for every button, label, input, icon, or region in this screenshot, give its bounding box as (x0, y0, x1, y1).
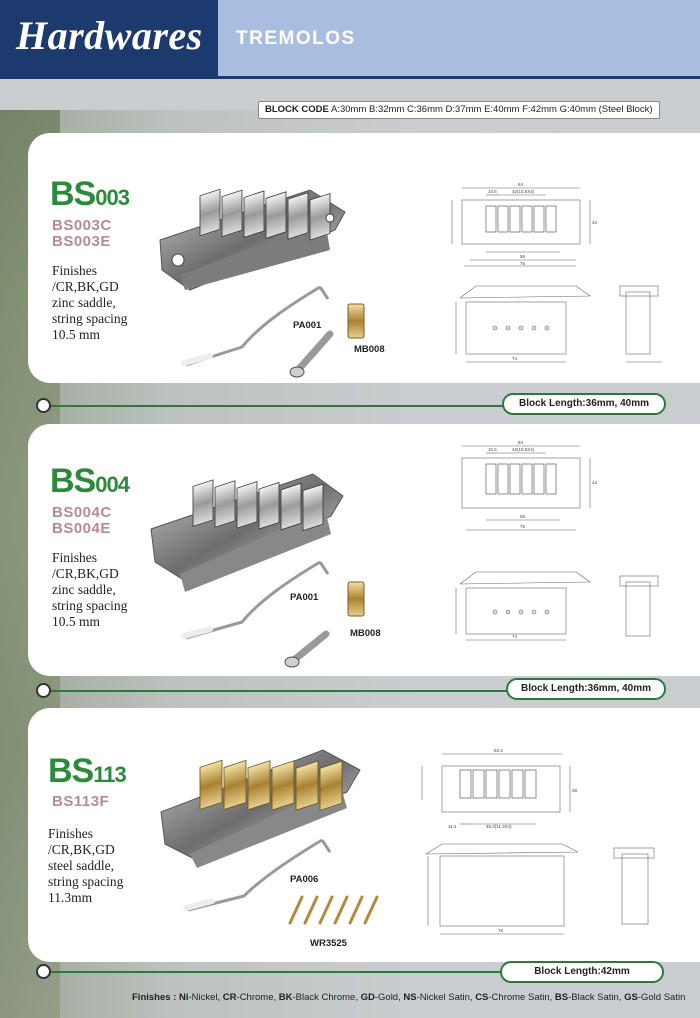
svg-text:11.3: 11.3 (448, 824, 457, 829)
svg-text:84: 84 (518, 440, 524, 445)
svg-text:74: 74 (512, 356, 518, 361)
svg-text:42: 42 (592, 480, 598, 485)
section-title: TREMOLOS (236, 28, 356, 49)
tremolo-photo-bs113 (160, 749, 361, 868)
part-photo-screw-2 (284, 630, 330, 668)
svg-text:56: 56 (520, 254, 526, 259)
section-divider-3 (42, 971, 512, 973)
section-divider-1 (42, 405, 512, 407)
section-divider-2 (42, 690, 512, 692)
svg-text:76: 76 (498, 928, 504, 933)
part-photo-mb008 (347, 303, 365, 339)
block-code-text: A:30mm B:32mm C:36mm D:37mm E:40mm F:42m… (331, 104, 653, 115)
block-length-bs113: Block Length:42mm (500, 961, 664, 983)
product-model-bs113: BS113 (48, 752, 127, 790)
divider-dot-1 (36, 398, 51, 413)
block-length-bs003: Block Length:36mm, 40mm (502, 393, 666, 415)
tremolo-photo-bs004 (150, 473, 344, 592)
part-label-wr3525: WR3525 (310, 938, 347, 949)
part-label-pa006: PA006 (290, 874, 319, 885)
block-code-note: BLOCK CODE A:30mm B:32mm C:36mm D:37mm E… (258, 101, 660, 119)
svg-text:74: 74 (512, 634, 518, 639)
svg-text:42(10.5X4): 42(10.5X4) (512, 447, 535, 452)
tech-drawing-bs003: 84 10.5 42(10.5X4) 56 76 42 74 (451, 182, 662, 363)
svg-text:42(10.5X4): 42(10.5X4) (512, 189, 535, 194)
product-finish-bs003: Finishes/CR,BK,GD zinc saddle,string spa… (52, 263, 128, 342)
svg-text:45.2(11.3X4): 45.2(11.3X4) (486, 824, 512, 829)
header-title-block (0, 0, 218, 76)
tremolo-arm-pa001-2 (181, 560, 330, 640)
block-code-label: BLOCK CODE (265, 104, 329, 115)
svg-text:82.4: 82.4 (494, 748, 503, 753)
svg-text:84: 84 (518, 182, 524, 187)
tech-drawing-bs004: 84 10.5 42(10.5X4) 56 76 42 74 (455, 440, 659, 641)
tremolo-arm-pa001 (181, 285, 330, 367)
svg-text:76: 76 (520, 261, 526, 266)
part-photo-wr3525 (288, 895, 379, 925)
svg-text:42: 42 (592, 220, 598, 225)
product-model-bs004: BS004 (50, 462, 130, 500)
svg-text:10.5: 10.5 (488, 447, 497, 452)
page-title: Hardwares (16, 13, 203, 58)
product-model-bs003: BS003 (50, 175, 130, 213)
part-photo-screw-1 (289, 330, 334, 378)
product-panel-bs113 (28, 708, 700, 962)
tech-drawing-bs113: 82.4 11.3 45.2(11.3X4) 38 76 (421, 748, 655, 935)
part-label-pa001: PA001 (293, 320, 322, 331)
tremolo-arm-pa006 (183, 838, 332, 912)
header-rule (0, 76, 700, 79)
block-length-bs004: Block Length:36mm, 40mm (506, 678, 666, 700)
part-label-mb008: MB008 (354, 344, 385, 355)
part-photo-mb008-2 (347, 581, 365, 617)
product-panel-bs003 (28, 133, 700, 383)
divider-dot-2 (36, 683, 51, 698)
header-subtitle-block (218, 0, 700, 76)
svg-text:56: 56 (520, 514, 526, 519)
svg-text:38: 38 (572, 788, 578, 793)
product-panel-bs004 (28, 424, 700, 676)
product-finish-bs113: Finishes/CR,BK,GD steel saddle,string sp… (48, 826, 124, 905)
part-label-pa001-2: PA001 (290, 592, 319, 603)
part-label-mb008-2: MB008 (350, 628, 381, 639)
tremolo-photo-bs003 (159, 188, 346, 291)
product-finish-bs004: Finishes/CR,BK,GD zinc saddle,string spa… (52, 550, 128, 629)
finishes-legend: Finishes : Ni-Nickel, CR-Chrome, BK-Blac… (132, 992, 686, 1003)
svg-text:76: 76 (520, 524, 526, 529)
svg-text:10.5: 10.5 (488, 189, 497, 194)
product-variants-bs113: BS113F (52, 793, 110, 810)
divider-dot-3 (36, 964, 51, 979)
